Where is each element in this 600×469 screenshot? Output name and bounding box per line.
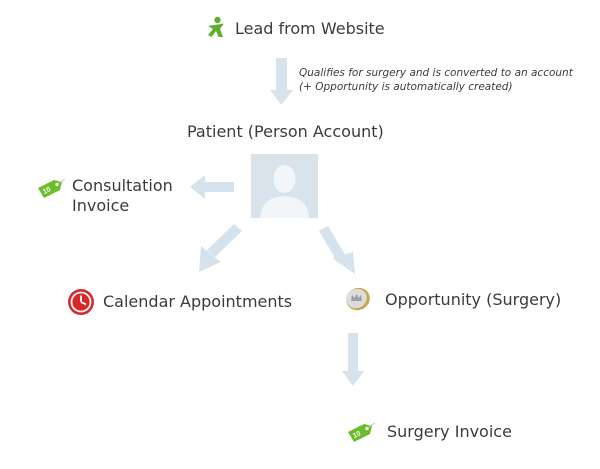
patient-label: Patient (Person Account) [187, 122, 384, 141]
edge-note-line1: Qualifies for surgery and is converted t… [299, 67, 573, 79]
price-tag-icon: 10 [348, 422, 376, 442]
arrow-patient-to-calendar [199, 224, 242, 272]
consultation-invoice-label-line2: Invoice [72, 196, 130, 215]
arrow-patient-to-consultation [190, 175, 234, 199]
avatar-placeholder-icon [260, 165, 309, 218]
consultation-invoice-label-line1: Consultation [72, 176, 173, 195]
lead-label: Lead from Website [235, 19, 385, 38]
arrow-patient-to-opportunity [319, 226, 355, 274]
edge-note-line2: (+ Opportunity is automatically created) [299, 81, 513, 93]
opportunity-label: Opportunity (Surgery) [385, 290, 562, 309]
surgery-invoice-label: Surgery Invoice [387, 422, 512, 441]
person-running-icon [208, 16, 224, 37]
tag-text: 10 [42, 186, 52, 196]
price-tag-icon: 10 [38, 178, 66, 198]
arrow-opportunity-to-surgery-invoice [342, 333, 364, 386]
clock-icon [68, 289, 94, 315]
tag-text: 10 [352, 430, 362, 440]
edge-note: Qualifies for surgery and is converted t… [299, 66, 573, 94]
patient-avatar[interactable] [251, 154, 318, 218]
calendar-label: Calendar Appointments [103, 292, 293, 311]
coin-icon [346, 287, 370, 311]
arrow-lead-to-patient [270, 58, 293, 105]
